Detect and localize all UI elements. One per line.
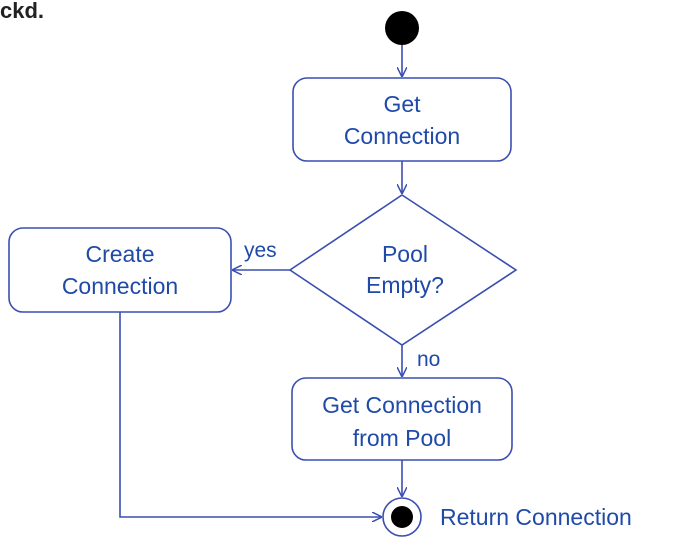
get-from-pool-label-line1: Get Connection	[322, 392, 482, 418]
edge-create-to-end	[119, 312, 381, 517]
return-connection-label: Return Connection	[440, 504, 632, 530]
decision-label-line1: Pool	[382, 241, 428, 267]
cropped-top-text: ckd.	[0, 0, 45, 23]
create-connection-action: Create Connection	[8, 227, 232, 313]
get-connection-from-pool-action: Get Connection from Pool	[291, 377, 513, 461]
get-connection-action: Get Connection	[292, 77, 512, 162]
pool-empty-decision: Pool Empty?	[288, 194, 518, 346]
end-node	[382, 497, 422, 537]
get-connection-label-line2: Connection	[344, 123, 460, 149]
get-connection-label-line1: Get	[383, 91, 421, 117]
yes-label: yes	[244, 239, 277, 262]
decision-label-line2: Empty?	[366, 272, 444, 298]
start-node	[385, 11, 419, 45]
create-connection-label-line2: Connection	[62, 273, 178, 299]
get-from-pool-label-line2: from Pool	[353, 425, 451, 451]
no-label: no	[417, 348, 440, 371]
create-connection-label-line1: Create	[85, 241, 154, 267]
